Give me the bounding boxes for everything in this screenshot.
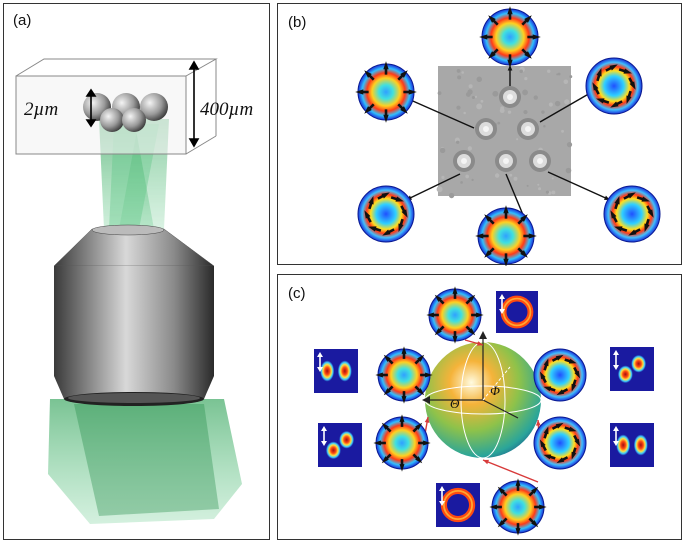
mode-map-b (278, 4, 683, 266)
objective-lens (54, 225, 214, 406)
poincare-diagram: ΘΦ (278, 275, 683, 541)
panel-c: (c) ΘΦ (277, 274, 682, 540)
mode-b-upper-left (355, 61, 417, 123)
objective-diagram: 2µm 400µm (4, 4, 271, 541)
mode-c-left-upper (375, 346, 432, 403)
microscope-image (437, 66, 573, 198)
dimension-small: 2µm (24, 99, 58, 120)
panel-a: (a) (3, 3, 270, 540)
connector-c-5 (483, 460, 538, 482)
phi-label: Φ (490, 383, 500, 398)
intensity-c-right-upper (610, 347, 654, 391)
intensity-c-bottom (436, 483, 480, 527)
poincare-sphere: ΘΦ (422, 331, 541, 458)
mode-b-top (479, 6, 541, 68)
mode-c-right-lower (534, 417, 586, 469)
mode-b-upper-right (586, 58, 642, 114)
intensity-c-left-upper (314, 349, 358, 393)
intensity-c-right-lower (610, 423, 654, 467)
mode-b-bottom (475, 205, 537, 266)
mode-c-top (426, 286, 483, 343)
intensity-c-top (496, 291, 538, 333)
mode-b-lower-left (358, 186, 414, 242)
intensity-c-left-lower (318, 423, 362, 467)
theta-label: Θ (450, 396, 460, 411)
dimension-large: 400µm (200, 99, 253, 120)
mode-b-lower-right (604, 186, 660, 242)
panel-b: (b) (277, 3, 682, 265)
mode-c-left-lower (373, 414, 430, 471)
mode-c-right-upper (534, 349, 586, 401)
mode-c-bottom (489, 478, 546, 535)
